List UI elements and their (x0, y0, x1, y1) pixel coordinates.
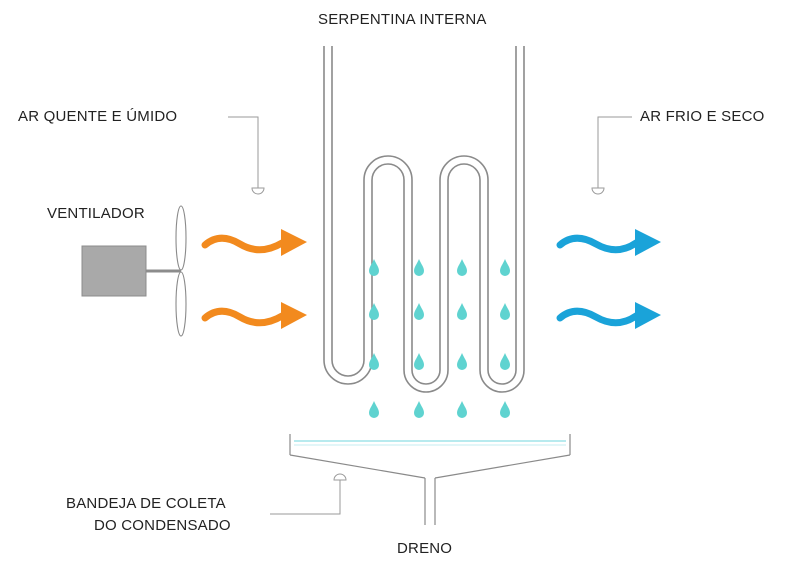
tray-label-line1: BANDEJA DE COLETA (66, 495, 226, 512)
hot-air-arrow (201, 302, 307, 329)
hot-air-arrow (201, 229, 307, 256)
fan-motor (81, 245, 147, 297)
fan-blade-bottom (175, 271, 187, 337)
droplet (369, 353, 379, 370)
drain-label: DRENO (397, 540, 453, 557)
droplet (500, 259, 510, 276)
droplet (369, 259, 379, 276)
tray-label-line2: DO CONDENSADO (94, 517, 231, 534)
droplet (500, 401, 510, 418)
droplet (414, 353, 424, 370)
condensate-droplets (369, 259, 510, 418)
cold-air-label: AR FRIO E SECO (640, 108, 765, 125)
cold-air-arrow (556, 302, 661, 329)
droplet (457, 259, 467, 276)
hot-air-leader (228, 116, 259, 188)
droplet (414, 303, 424, 320)
droplet (414, 259, 424, 276)
droplet (369, 303, 379, 320)
cold-air-arrow (556, 229, 661, 256)
droplet (457, 401, 467, 418)
droplet (457, 353, 467, 370)
cold-air-arrows (556, 229, 661, 329)
droplet (500, 303, 510, 320)
fan-blade-top (175, 205, 187, 271)
droplet (414, 401, 424, 418)
drain-pipe (424, 478, 436, 525)
serpentine-coil (323, 46, 525, 393)
collection-tray (289, 434, 571, 479)
droplet (369, 401, 379, 418)
fan (81, 205, 187, 337)
hot-air-label: AR QUENTE E ÚMIDO (18, 108, 178, 125)
leader-lines (228, 116, 632, 515)
hot-air-arrows (201, 229, 307, 329)
coil-label: SERPENTINA INTERNA (318, 11, 487, 28)
fan-label: VENTILADOR (47, 205, 145, 222)
cold-air-leader (597, 116, 632, 188)
droplet (500, 353, 510, 370)
droplet (457, 303, 467, 320)
tray-leader (270, 480, 341, 515)
